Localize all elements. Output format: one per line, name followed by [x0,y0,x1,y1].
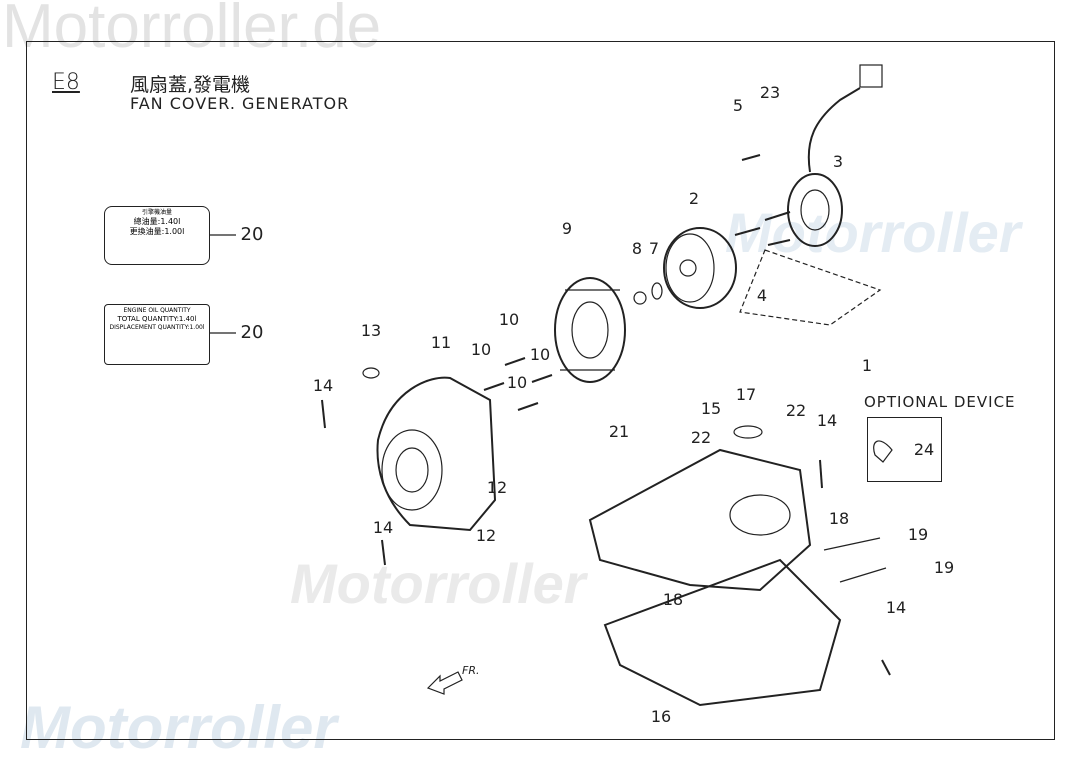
callout-number: 19 [933,558,955,577]
stator-part [787,64,883,247]
callout-number: 3 [832,152,844,171]
section-code: E8 [52,70,80,95]
label-total-en: TOTAL QUANTITY:1.40l [117,315,197,323]
lower-shroud-part [603,558,842,707]
label-disp: 更換油量:1.00l [129,227,185,236]
title-english: FAN COVER. GENERATOR [130,94,350,113]
flywheel-part [663,227,737,309]
callout-number: 13 [360,321,382,340]
optional-device-box [867,417,942,482]
watermark: Motorroller.de [2,0,382,61]
optional-device-label: OPTIONAL DEVICE [864,393,1016,411]
callout-number: 12 [475,526,497,545]
callout-number: 17 [735,385,757,404]
callout-number: 22 [690,428,712,447]
callout-number: 23 [759,83,781,102]
label-heading: 引擎機油量 [141,209,172,216]
callout-number: 4 [756,286,768,305]
callout-number: 14 [816,411,838,430]
front-direction-arrow-icon [426,671,463,695]
watermark-center: Motorroller [290,552,586,615]
callout-number: 22 [785,401,807,420]
callout-number: 10 [470,340,492,359]
washer-part [651,282,663,300]
optional-elbow-part [873,440,893,463]
label-disp-en: DISPLACEMENT QUANTITY:1.00l [109,324,205,331]
watermark-right: Motorroller [725,201,1021,264]
callout-number: 10 [498,310,520,329]
callout-number: 8 [631,239,643,258]
title-chinese: 風扇蓋,發電機 [130,74,251,96]
clip-part [362,367,380,379]
callout-number: 2 [688,189,700,208]
callout-number: 19 [907,525,929,544]
shroud-part [588,448,812,592]
shroud-opening [729,494,791,536]
callout-number: 20 [240,322,264,343]
callout-number: 1 [861,356,873,375]
label-total: 總油量:1.40l [133,217,181,226]
callout-number: 14 [885,598,907,617]
cap-part [733,425,763,439]
diagram-frame [26,41,1055,740]
callout-number: 12 [486,478,508,497]
callout-number: 10 [529,345,551,364]
callout-number: 18 [662,590,684,609]
label-title: ENGINE OIL QUANTITY [123,307,191,314]
callout-number: 15 [700,399,722,418]
callout-number: 10 [506,373,528,392]
callout-number: 24 [913,440,935,459]
callout-number: 5 [732,96,744,115]
callout-number: 7 [648,239,660,258]
fan-cover-part [376,376,497,532]
front-direction-label: FR. [462,664,480,677]
callout-number: 20 [240,224,264,245]
callout-number: 16 [650,707,672,726]
fan-part [554,277,626,383]
callout-number: 21 [608,422,630,441]
callout-number: 14 [312,376,334,395]
callout-number: 14 [372,518,394,537]
nut-part [633,291,647,305]
watermark-bottom: Motorroller [20,694,337,761]
callout-number: 11 [430,333,452,352]
callout-number: 18 [828,509,850,528]
callout-number: 9 [561,219,573,238]
